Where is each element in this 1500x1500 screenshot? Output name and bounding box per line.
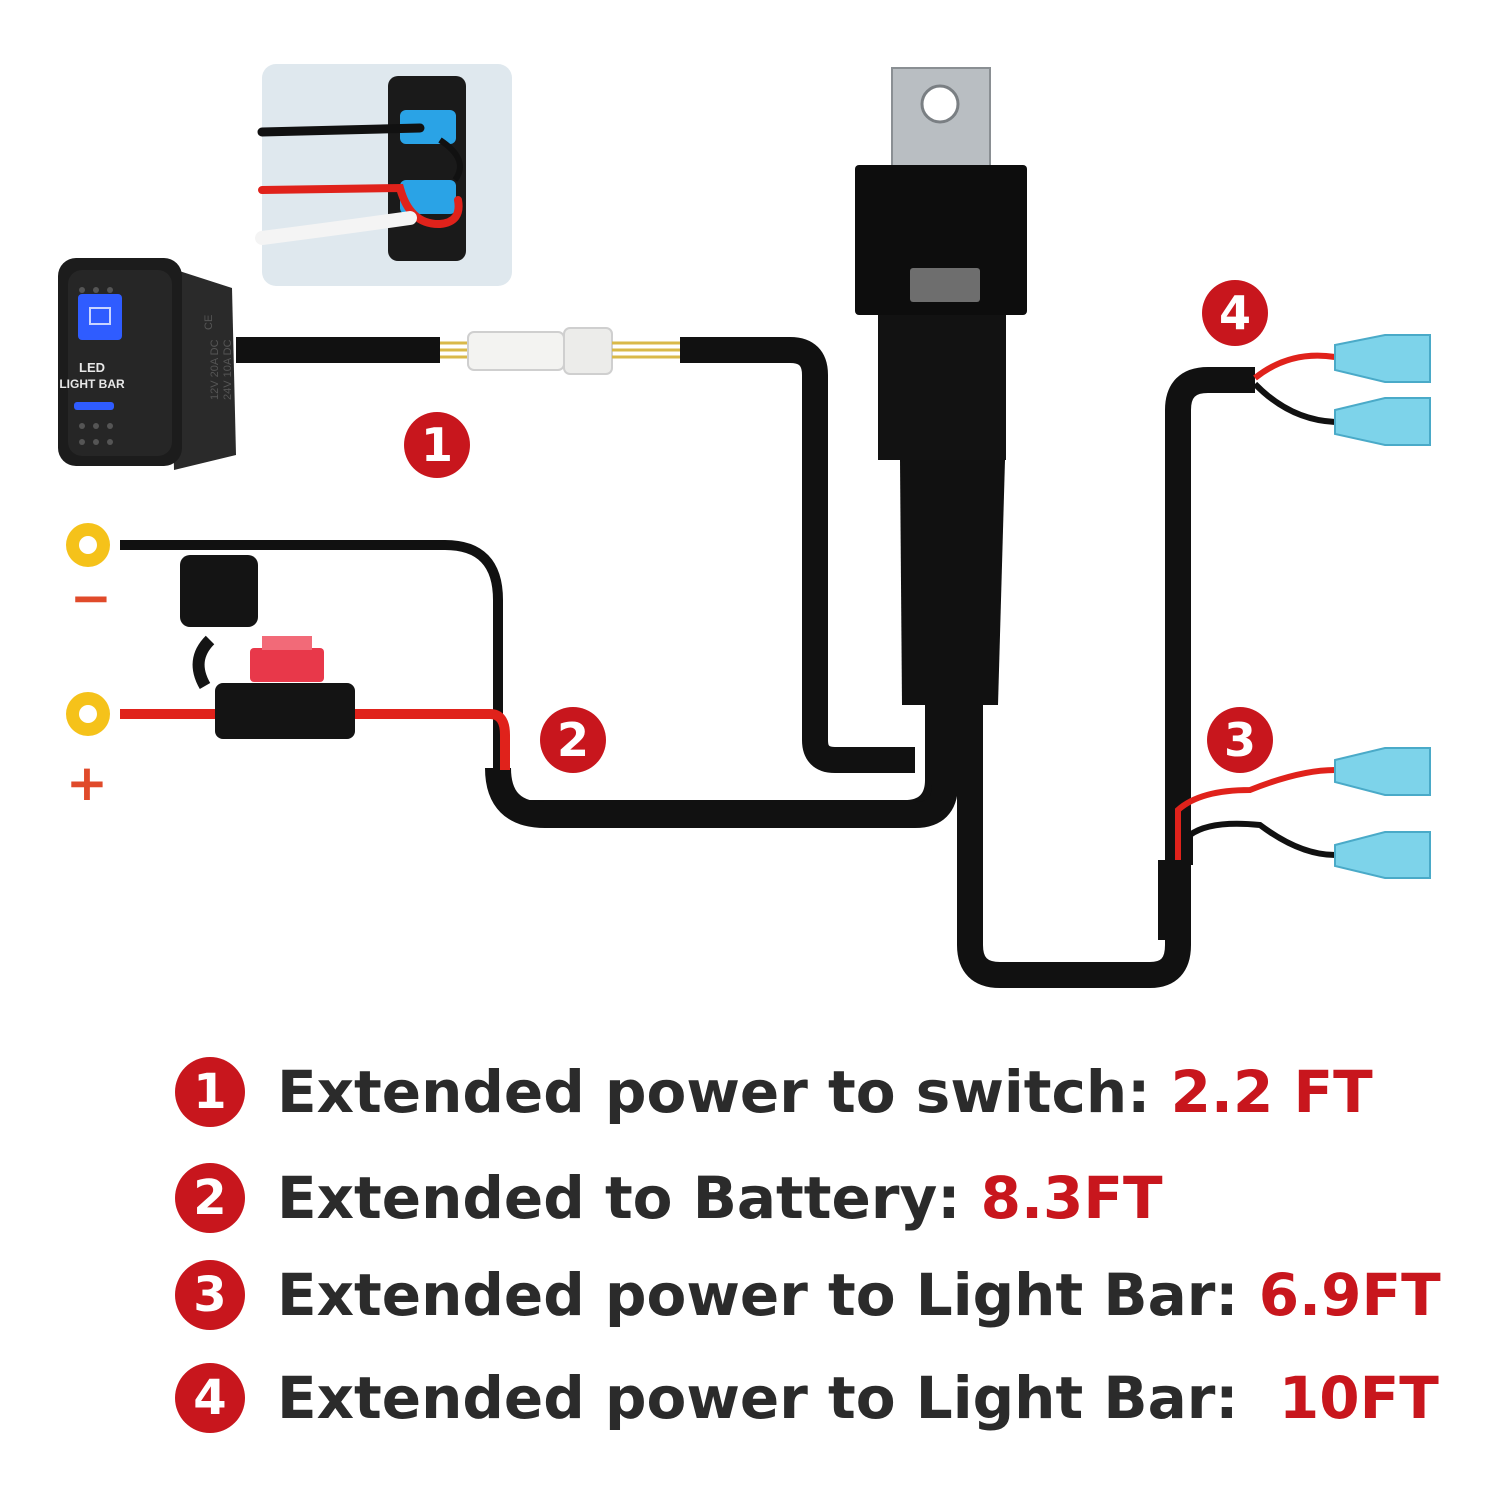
switch-label-line2: LIGHT BAR bbox=[59, 377, 125, 391]
connector-plug bbox=[468, 332, 564, 370]
legend-text: Extended power to Light Bar: 6.9FT bbox=[277, 1261, 1441, 1329]
svg-text:1: 1 bbox=[421, 418, 453, 472]
legend-badge: 3 bbox=[175, 1260, 245, 1330]
legend-badge: 1 bbox=[175, 1057, 245, 1127]
fuse-cap bbox=[180, 555, 258, 627]
svg-text:3: 3 bbox=[1224, 713, 1256, 767]
callout-badge-4: 4 bbox=[1202, 280, 1268, 346]
callout-badge-2: 2 bbox=[540, 707, 606, 773]
legend-row-3: 3 Extended power to Light Bar: 6.9FT bbox=[175, 1255, 1441, 1335]
switch-rating-line1: 12V 20A DC bbox=[209, 339, 221, 400]
legend-label: Extended power to Light Bar: bbox=[277, 1364, 1279, 1432]
spade-terminals-4 bbox=[1335, 335, 1430, 445]
spade-terminals-3 bbox=[1335, 748, 1430, 878]
legend-value: 6.9FT bbox=[1259, 1261, 1441, 1329]
wire-split-sleeve bbox=[1158, 860, 1188, 940]
legend-row-1: 1 Extended power to switch: 2.2 FT bbox=[175, 1052, 1373, 1132]
rocker-switch: LED LIGHT BAR 12V 20A DC 24V 10A DC CE bbox=[58, 258, 236, 470]
positive-sign: + bbox=[66, 754, 108, 812]
svg-text:4: 4 bbox=[1219, 286, 1251, 340]
legend-value: 2.2 FT bbox=[1171, 1058, 1373, 1126]
ring-terminal-positive bbox=[66, 692, 110, 736]
wiring-harness-diagram: LED LIGHT BAR 12V 20A DC 24V 10A DC CE bbox=[0, 0, 1500, 1010]
legend-text: Extended to Battery: 8.3FT bbox=[277, 1164, 1163, 1232]
light-bar-wires-4 bbox=[1255, 356, 1335, 422]
switch-led-window bbox=[78, 294, 122, 340]
legend-label: Extended to Battery: bbox=[277, 1164, 981, 1232]
legend-badge: 4 bbox=[175, 1363, 245, 1433]
svg-text:2: 2 bbox=[557, 713, 589, 767]
legend-text: Extended power to Light Bar: 10FT bbox=[277, 1364, 1439, 1432]
fuse bbox=[250, 648, 324, 682]
legend-label: Extended power to Light Bar: bbox=[277, 1261, 1259, 1329]
legend-row-2: 2 Extended to Battery: 8.3FT bbox=[175, 1158, 1163, 1238]
relay bbox=[855, 68, 1027, 705]
ce-mark: CE bbox=[203, 315, 215, 330]
callout-badge-3: 3 bbox=[1207, 707, 1273, 773]
switch-label-line1: LED bbox=[79, 360, 105, 375]
legend-value: 10FT bbox=[1279, 1364, 1439, 1432]
ring-terminal-negative bbox=[66, 523, 110, 567]
switch-indicator-bar bbox=[74, 402, 114, 410]
switch-rating-line2: 24V 10A DC bbox=[222, 339, 234, 400]
legend-text: Extended power to switch: 2.2 FT bbox=[277, 1058, 1373, 1126]
legend-value: 8.3FT bbox=[981, 1164, 1163, 1232]
legend-label: Extended power to switch: bbox=[277, 1058, 1171, 1126]
light-bar-wires-3 bbox=[1178, 770, 1335, 865]
fuse-holder bbox=[120, 555, 505, 770]
callout-badge-1: 1 bbox=[404, 412, 470, 478]
legend-badge: 2 bbox=[175, 1163, 245, 1233]
legend-row-4: 4 Extended power to Light Bar: 10FT bbox=[175, 1358, 1439, 1438]
negative-sign: − bbox=[70, 569, 112, 627]
switch-wiring-inset-photo bbox=[262, 64, 512, 286]
